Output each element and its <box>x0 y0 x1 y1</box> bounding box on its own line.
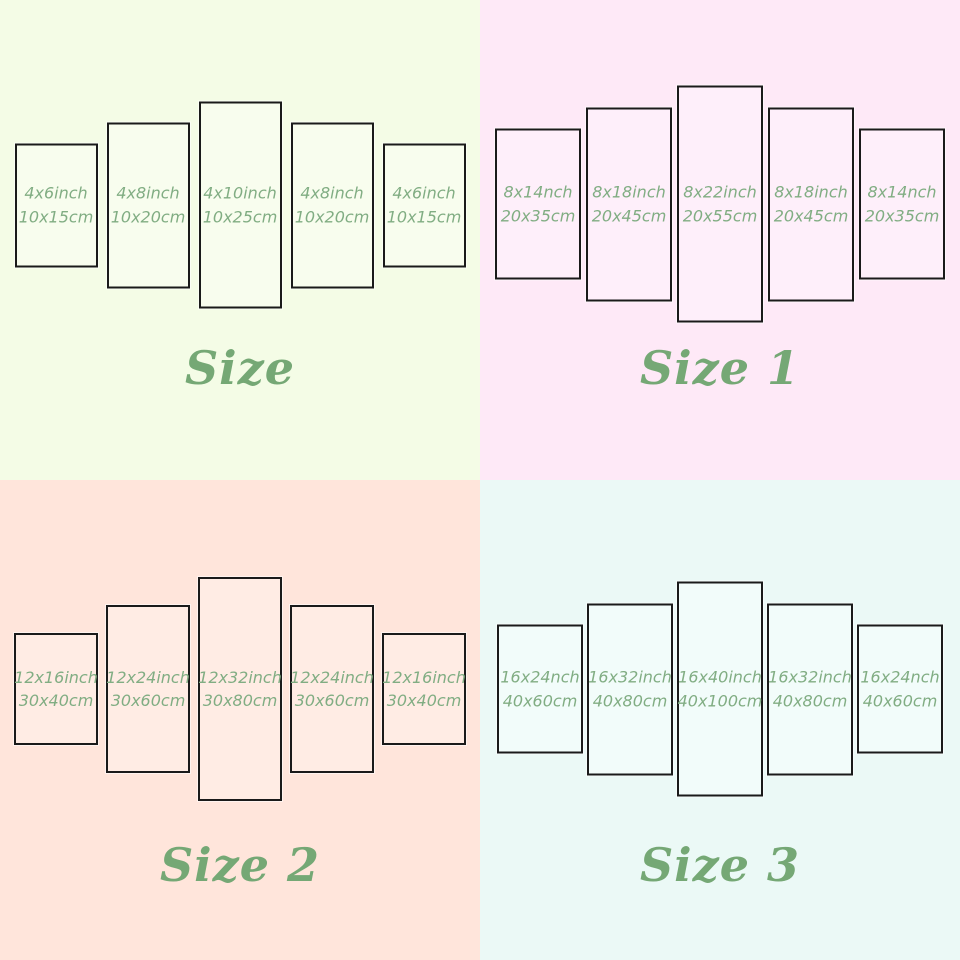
quadrant-title: Size <box>184 341 296 395</box>
panel-size-cm: 10x20cm <box>110 207 186 226</box>
panel-size-label: 16x32inch 40x80cm <box>768 666 852 712</box>
quadrant-size-1: 8x14nch 20x35cm 8x18inch 20x45cm 8x22inc… <box>480 0 960 480</box>
panel-size-label: 8x14nch 20x35cm <box>865 181 940 227</box>
canvas-panel: 12x32inch 30x80cm <box>198 577 282 801</box>
panel-size-label: 8x14nch 20x35cm <box>501 181 576 227</box>
panel-size-cm: 20x35cm <box>500 206 576 225</box>
canvas-panel: 16x24nch 40x60cm <box>497 624 583 754</box>
panel-size-inch: 16x32inch <box>588 667 672 687</box>
panel-size-inch: 4x8inch <box>300 183 364 203</box>
panel-size-inch: 8x18inch <box>774 182 848 202</box>
canvas-panel: 16x32inch 40x80cm <box>767 603 853 775</box>
canvas-panel: 8x18inch 20x45cm <box>768 107 854 301</box>
quadrant-title: Size 3 <box>639 838 801 892</box>
canvas-panel: 12x16inch 30x40cm <box>382 633 466 745</box>
panel-size-label: 4x10inch 10x25cm <box>203 182 278 228</box>
panel-size-cm: 30x40cm <box>386 691 462 710</box>
canvas-panel: 8x14nch 20x35cm <box>495 128 581 280</box>
panel-size-label: 4x6inch 10x15cm <box>387 182 462 228</box>
panel-group: 4x6inch 10x15cm 4x8inch 10x20cm 4x10inch… <box>0 101 480 309</box>
panel-group: 16x24nch 40x60cm 16x32inch 40x80cm 16x40… <box>480 581 960 797</box>
panel-size-cm: 30x60cm <box>110 691 186 710</box>
panel-size-cm: 40x60cm <box>502 691 578 710</box>
panel-size-cm: 10x15cm <box>18 207 94 226</box>
panel-size-label: 8x18inch 20x45cm <box>774 181 849 227</box>
panel-size-inch: 8x18inch <box>592 182 666 202</box>
panel-size-inch: 4x10inch <box>203 183 277 203</box>
quadrant-size-3: 16x24nch 40x60cm 16x32inch 40x80cm 16x40… <box>480 480 960 960</box>
canvas-panel: 16x32inch 40x80cm <box>587 603 673 775</box>
panel-size-cm: 40x80cm <box>592 691 668 710</box>
canvas-panel: 8x18inch 20x45cm <box>586 107 672 301</box>
canvas-panel: 4x6inch 10x15cm <box>382 143 466 267</box>
panel-size-cm: 40x60cm <box>862 691 938 710</box>
panel-size-inch: 8x14nch <box>867 182 937 202</box>
panel-size-inch: 4x8inch <box>116 183 180 203</box>
panel-size-inch: 16x24nch <box>500 667 580 687</box>
canvas-panel: 4x10inch 10x25cm <box>198 101 282 309</box>
panel-size-label: 8x18inch 20x45cm <box>592 181 667 227</box>
panel-size-label: 16x24nch 40x60cm <box>860 666 939 712</box>
panel-size-inch: 8x14nch <box>503 182 573 202</box>
panel-size-cm: 30x80cm <box>202 691 278 710</box>
panel-size-cm: 30x40cm <box>18 691 94 710</box>
panel-size-inch: 4x6inch <box>24 183 88 203</box>
panel-size-label: 4x8inch 10x20cm <box>295 182 370 228</box>
canvas-panel: 16x40inch 40x100cm <box>677 581 763 797</box>
panel-size-cm: 30x60cm <box>294 691 370 710</box>
panel-size-cm: 10x25cm <box>202 207 278 226</box>
panel-size-inch: 12x24inch <box>290 667 374 687</box>
quadrant-title: Size 1 <box>639 341 801 395</box>
canvas-panel: 4x8inch 10x20cm <box>290 122 374 288</box>
canvas-panel: 12x24inch 30x60cm <box>290 605 374 773</box>
panel-size-label: 12x32inch 30x80cm <box>198 666 282 712</box>
panel-size-label: 12x16inch 30x40cm <box>14 666 98 712</box>
panel-group: 12x16inch 30x40cm 12x24inch 30x60cm 12x3… <box>0 577 480 801</box>
panel-size-cm: 40x100cm <box>677 691 763 710</box>
panel-size-cm: 20x45cm <box>591 206 667 225</box>
canvas-panel: 12x24inch 30x60cm <box>106 605 190 773</box>
canvas-panel: 8x14nch 20x35cm <box>859 128 945 280</box>
panel-size-label: 16x40inch 40x100cm <box>678 666 763 712</box>
canvas-panel: 8x22inch 20x55cm <box>677 85 763 323</box>
panel-size-inch: 12x16inch <box>14 667 98 687</box>
panel-size-label: 12x24inch 30x60cm <box>290 666 374 712</box>
panel-size-cm: 10x15cm <box>386 207 462 226</box>
panel-size-label: 12x16inch 30x40cm <box>382 666 466 712</box>
canvas-panel: 12x16inch 30x40cm <box>14 633 98 745</box>
panel-size-inch: 12x16inch <box>382 667 466 687</box>
panel-size-inch: 4x6inch <box>392 183 456 203</box>
panel-size-label: 8x22inch 20x55cm <box>683 181 758 227</box>
panel-group: 8x14nch 20x35cm 8x18inch 20x45cm 8x22inc… <box>480 85 960 323</box>
panel-size-label: 16x32inch 40x80cm <box>588 666 672 712</box>
panel-size-cm: 20x35cm <box>864 206 940 225</box>
panel-size-label: 4x6inch 10x15cm <box>19 182 94 228</box>
quadrant-title: Size 2 <box>159 838 321 892</box>
panel-size-inch: 12x32inch <box>198 667 282 687</box>
panel-size-cm: 20x55cm <box>682 206 758 225</box>
quadrant-size-2: 12x16inch 30x40cm 12x24inch 30x60cm 12x3… <box>0 480 480 960</box>
panel-size-label: 16x24nch 40x60cm <box>500 666 579 712</box>
panel-size-label: 12x24inch 30x60cm <box>106 666 190 712</box>
panel-size-inch: 16x32inch <box>768 667 852 687</box>
canvas-panel: 4x8inch 10x20cm <box>106 122 190 288</box>
panel-size-inch: 16x40inch <box>678 667 762 687</box>
panel-size-inch: 8x22inch <box>683 182 757 202</box>
panel-size-label: 4x8inch 10x20cm <box>111 182 186 228</box>
quadrant-size: 4x6inch 10x15cm 4x8inch 10x20cm 4x10inch… <box>0 0 480 480</box>
canvas-panel: 4x6inch 10x15cm <box>14 143 98 267</box>
panel-size-cm: 20x45cm <box>773 206 849 225</box>
panel-size-cm: 10x20cm <box>294 207 370 226</box>
panel-size-cm: 40x80cm <box>772 691 848 710</box>
canvas-panel: 16x24nch 40x60cm <box>857 624 943 754</box>
panel-size-inch: 12x24inch <box>106 667 190 687</box>
panel-size-inch: 16x24nch <box>860 667 940 687</box>
